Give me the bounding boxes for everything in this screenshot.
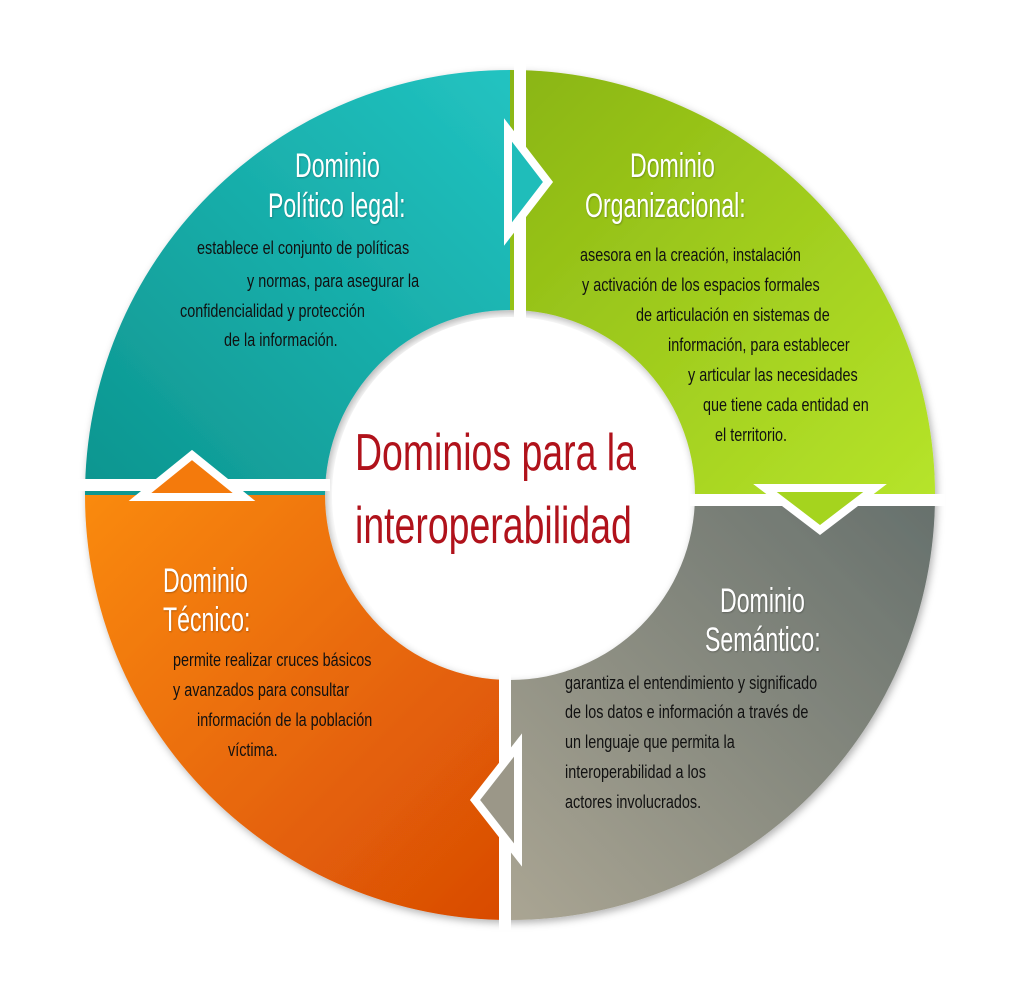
body-tecnico: información de la población [197,710,373,730]
body-tecnico: permite realizar cruces básicos [173,650,372,670]
arrow-right-icon [504,118,554,246]
arrow-left-icon [469,733,522,867]
body-organizacional: que tiene cada entidad en [703,395,869,415]
segment-semantico [510,495,935,920]
heading-organizacional-1: Dominio [630,147,715,185]
body-semantico: interoperabilidad a los [565,762,706,782]
body-organizacional: asesora en la creación, instalación [580,245,801,265]
body-semantico: garantiza el entendimiento y significado [565,673,818,693]
heading-tecnico-1: Dominio [163,562,248,600]
heading-organizacional-2: Organizacional: [585,187,746,225]
heading-politico-legal-1: Dominio [295,147,380,185]
center-title-line1: Dominios para la [355,424,636,482]
body-tecnico: y avanzados para consultar [173,680,350,700]
segment-politico-legal [85,70,510,495]
segment-organizacional [510,70,935,495]
segment-tecnico [85,495,510,920]
body-organizacional: y activación de los espacios formales [582,275,820,295]
body-semantico: actores involucrados. [565,792,702,812]
arrow-up-icon [128,449,256,501]
body-politico-legal: confidencialidad y protección [180,301,365,321]
heading-tecnico-2: Técnico: [163,601,251,639]
body-organizacional: de articulación en sistemas de [636,305,830,325]
arrow-down-icon [753,484,887,536]
center-title-line2: interoperabilidad [355,497,632,555]
body-organizacional: información, para establecer [668,335,850,355]
body-politico-legal: establece el conjunto de políticas [197,238,410,258]
heading-semantico-2: Semántico: [705,621,821,659]
center-circle [332,317,688,673]
body-semantico: de los datos e información a través de [565,702,809,722]
body-tecnico: víctima. [228,740,278,760]
body-organizacional: y articular las necesidades [688,365,858,385]
body-semantico: un lenguaje que permita la [565,732,735,752]
heading-politico-legal-2: Político legal: [268,187,406,225]
body-politico-legal: de la información. [224,330,338,350]
heading-semantico-1: Dominio [720,582,805,620]
body-politico-legal: y normas, para asegurar la [247,271,420,291]
body-organizacional: el territorio. [715,425,788,445]
